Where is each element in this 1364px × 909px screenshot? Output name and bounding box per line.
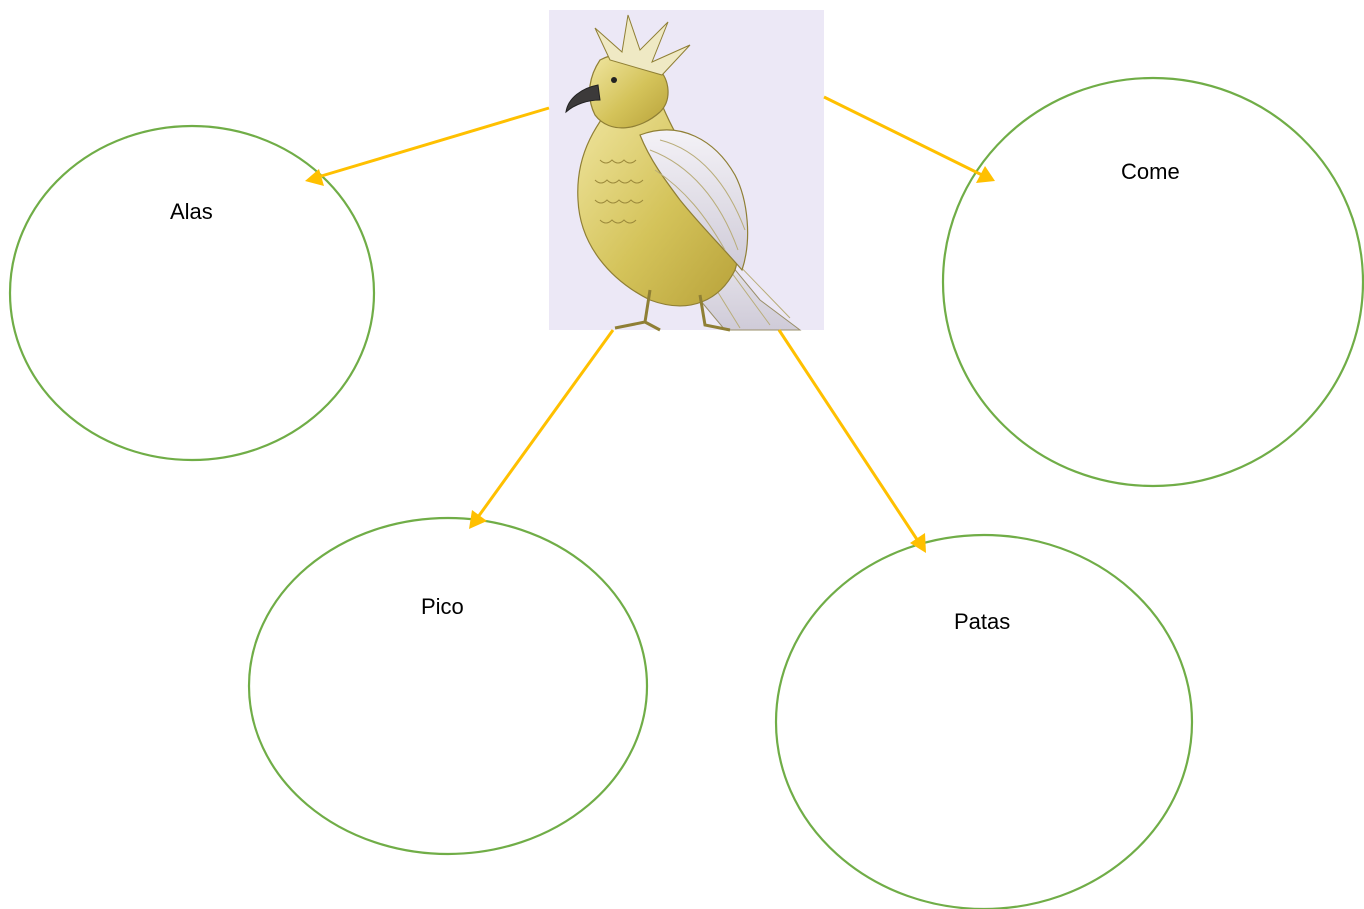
bird-eye bbox=[611, 77, 617, 83]
arrow-to-pico bbox=[469, 329, 615, 529]
arrow-to-come bbox=[823, 95, 995, 183]
arrow-to-patas bbox=[777, 329, 926, 553]
bird-feet bbox=[614, 289, 731, 332]
come-label: Come bbox=[1121, 159, 1180, 184]
bird-image bbox=[549, 10, 824, 332]
alas-ellipse bbox=[8, 124, 376, 462]
patas-ellipse bbox=[774, 533, 1194, 909]
alas-label: Alas bbox=[170, 199, 213, 224]
bird-wing bbox=[639, 129, 749, 272]
bird-beak bbox=[565, 84, 601, 114]
bird-crest bbox=[594, 14, 691, 76]
pico-ellipse bbox=[247, 516, 649, 856]
come-ellipse bbox=[941, 76, 1364, 488]
pico-label: Pico bbox=[421, 594, 464, 619]
arrow-to-alas bbox=[305, 106, 550, 186]
patas-label: Patas bbox=[954, 609, 1011, 634]
